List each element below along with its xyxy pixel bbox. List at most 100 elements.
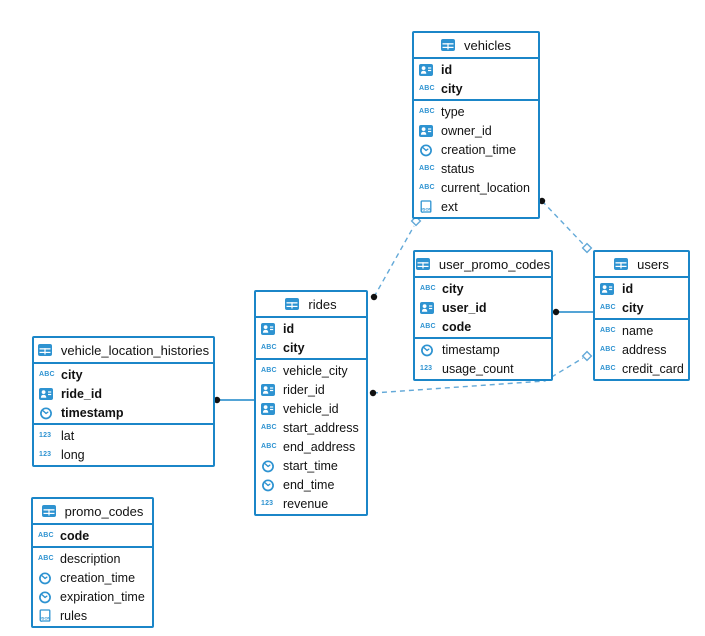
one-end-diamond (581, 242, 593, 254)
primary-key-field-label: city (441, 81, 463, 96)
person-id-icon (419, 63, 437, 76)
table-header[interactable]: vehicles (414, 33, 538, 59)
field-row-rider_id[interactable]: rider_id (256, 380, 366, 399)
table-title: user_promo_codes (438, 256, 551, 272)
primary-key-field-label: city (283, 340, 305, 355)
primary-key-field-label: timestamp (61, 405, 124, 420)
field-row-city[interactable]: ABC city (256, 338, 366, 357)
abc-text-icon: ABC (420, 323, 436, 330)
number-123-icon: 123 (39, 432, 52, 439)
field-label: ext (441, 199, 458, 214)
field-row-ride_id[interactable]: ride_id (34, 384, 213, 403)
field-row-timestamp[interactable]: timestamp (415, 340, 551, 359)
field-row-start_time[interactable]: start_time (256, 456, 366, 475)
number-123-icon: 123 (39, 451, 52, 458)
field-row-timestamp[interactable]: timestamp (34, 403, 213, 422)
relationship-line-rides-users[interactable] (372, 357, 584, 394)
table-title: vehicles (464, 37, 511, 53)
abc-text-icon: ABC (420, 285, 436, 292)
clock-icon (419, 143, 437, 157)
field-label: expiration_time (60, 589, 145, 604)
field-row-user_id[interactable]: user_id (415, 298, 551, 317)
field-label: rider_id (283, 382, 325, 397)
field-row-owner_id[interactable]: owner_id (414, 121, 538, 140)
clock-icon (39, 406, 57, 420)
field-row-creation_time[interactable]: creation_time (414, 140, 538, 159)
primary-key-field-label: id (283, 321, 295, 336)
field-label: lat (61, 428, 75, 443)
relationship-line-vehicles-users[interactable] (541, 200, 585, 246)
clock-icon (38, 590, 56, 604)
table-title: rides (308, 296, 337, 312)
clock-icon (38, 571, 56, 585)
abc-text-icon: ABC (419, 165, 435, 172)
field-row-status[interactable]: ABC status (414, 159, 538, 178)
table-header[interactable]: promo_codes (33, 499, 152, 525)
primary-key-field-label: city (61, 367, 83, 382)
table-header[interactable]: rides (256, 292, 366, 318)
number-123-icon: 123 (261, 500, 274, 507)
field-label: vehicle_id (283, 401, 339, 416)
abc-text-icon: ABC (261, 367, 277, 374)
clock-icon (420, 343, 438, 357)
relationship-line-rides-vehicles[interactable] (373, 225, 415, 298)
abc-text-icon: ABC (261, 344, 277, 351)
field-row-lat[interactable]: 123 lat (34, 426, 213, 445)
table-header[interactable]: user_promo_codes (415, 252, 551, 278)
person-id-icon (261, 383, 279, 396)
json-document-icon: JSON (38, 608, 56, 623)
field-label: current_location (441, 180, 530, 195)
table-header[interactable]: users (595, 252, 688, 278)
field-row-id[interactable]: id (595, 279, 688, 298)
field-row-creation_time[interactable]: creation_time (33, 568, 152, 587)
json-document-icon: JSON (419, 199, 437, 214)
table-grid-icon (441, 39, 459, 51)
abc-text-icon: ABC (261, 443, 277, 450)
field-row-expiration_time[interactable]: expiration_time (33, 587, 152, 606)
field-label: name (622, 323, 654, 338)
table-grid-icon (614, 258, 632, 270)
many-end-dot (369, 389, 377, 397)
field-label: status (441, 161, 475, 176)
field-row-id[interactable]: id (256, 319, 366, 338)
field-label: credit_card (622, 361, 684, 376)
table-header[interactable]: vehicle_location_histories (34, 338, 213, 364)
field-label: owner_id (441, 123, 492, 138)
one-end-diamond (410, 215, 422, 227)
svg-text:JSON: JSON (421, 206, 432, 211)
clock-icon (261, 478, 279, 492)
field-row-vehicle_id[interactable]: vehicle_id (256, 399, 366, 418)
field-row-end_time[interactable]: end_time (256, 475, 366, 494)
field-row-ext[interactable]: JSON ext (414, 197, 538, 216)
field-row-id[interactable]: id (414, 60, 538, 79)
